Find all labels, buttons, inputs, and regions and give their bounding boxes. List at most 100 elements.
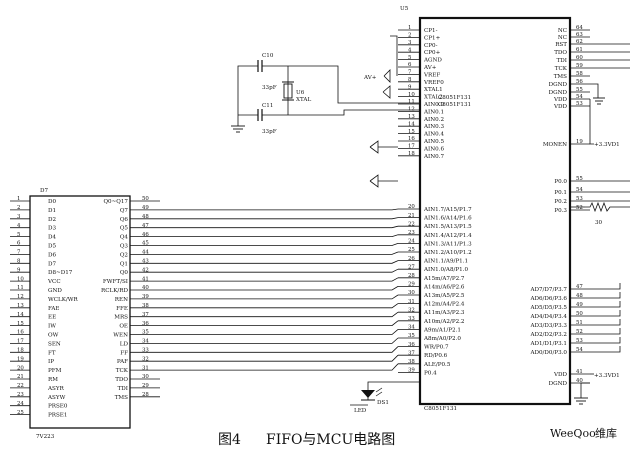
- fifo-pin-number: 5: [17, 232, 21, 238]
- mcu-pin-number: 1: [408, 25, 411, 31]
- mcu-pin-label: AIN0.5: [423, 139, 444, 145]
- mcu-pin-number: 8: [408, 77, 412, 83]
- fifo-pin-number: 9: [17, 267, 21, 273]
- vdd-wire: [589, 99, 594, 145]
- caption-figure-no: 图4: [218, 432, 241, 448]
- fifo-pin-number: 33: [142, 348, 149, 354]
- mcu-pin-number: 58: [576, 71, 583, 77]
- mcu-pin-label: MONEN: [543, 142, 567, 148]
- bus-wire: [160, 243, 399, 246]
- fifo-ref: D7: [40, 188, 48, 194]
- mcu-pin-label: AIN0.0: [423, 102, 444, 108]
- fifo-pin-label: IP: [48, 359, 54, 365]
- fifo-pin-number: 37: [142, 312, 149, 318]
- mcu-pin-label: AIN0.1: [423, 109, 444, 115]
- mcu-pin-number: 20: [408, 204, 415, 210]
- fifo-pin-number: 45: [142, 241, 149, 247]
- fifo-pin-label: TDO: [115, 377, 128, 383]
- mcu-ref: U5: [400, 6, 409, 12]
- mcu-pin-number: 54: [576, 94, 583, 100]
- crystal-name: XTAL: [296, 97, 311, 103]
- bus-wire: [160, 277, 399, 282]
- mcu-pin-label: TMS: [554, 74, 567, 80]
- mcu-body: [418, 16, 572, 406]
- mcu-pin-label: XTAL1: [424, 87, 443, 93]
- mcu-pin-label: AD4/D4/P3.4: [529, 314, 567, 320]
- mcu-pin-number: 7: [408, 70, 412, 76]
- mcu-pin-label: AGND: [423, 58, 442, 64]
- fifo-pin-label: MRS: [114, 315, 128, 321]
- mcu-pin-label: TDO: [554, 50, 567, 56]
- fifo-pin-number: 41: [142, 276, 149, 282]
- mcu-pin-number: 56: [576, 79, 583, 85]
- fifo-pin-number: 35: [142, 330, 149, 336]
- mcu-pin-number: 53: [576, 101, 583, 107]
- fifo-pin-number: 2: [17, 205, 20, 211]
- crystal-circuit: U6 XTAL C10 33pF C11 33pF: [231, 53, 420, 135]
- mcu-pin-label: AD7/D7/P3.7: [529, 287, 567, 293]
- mcu-pin-label: A8m/A0/P2.0: [423, 336, 461, 342]
- mcu-pin-number: 3: [408, 40, 412, 46]
- fifo-pin-label: Q2: [120, 252, 129, 258]
- fifo-pin-label: PFM: [48, 368, 62, 374]
- fifo-pin-label: TMS: [115, 395, 128, 401]
- mcu-pin-label: AIN1.0/A8/P1.0: [423, 267, 469, 273]
- mcu-pin-number: 15: [408, 129, 415, 135]
- bus-wire: [590, 337, 621, 344]
- fifo-pin-number: 15: [17, 321, 24, 327]
- bus-wire: [160, 225, 399, 229]
- fifo-pin-label: Q1: [120, 261, 128, 267]
- fifo-pin-number: 30: [142, 374, 149, 380]
- mcu-pin-label: XTAL2: [424, 95, 443, 101]
- fifo-pin-label: OE: [119, 324, 128, 330]
- mcu-pin-number: 18: [408, 151, 415, 157]
- mcu-pin-label: CP0+: [424, 50, 441, 56]
- mcu-pin-number: 19: [576, 139, 583, 145]
- fifo-pin-label: D8~D17: [48, 270, 73, 276]
- fifo-pin-number: 42: [142, 267, 149, 273]
- fifo-pin-label: Q3: [120, 244, 129, 250]
- cap-c11-ref: C11: [262, 103, 273, 109]
- bus-wire: [590, 328, 621, 335]
- watermark-logo: WeeQoo 维库: [550, 427, 617, 440]
- mcu-pin-number: 39: [408, 368, 415, 374]
- fifo-pin-number: 47: [142, 223, 149, 229]
- fifo-body: [29, 195, 131, 429]
- mcu-pin-label: NC: [558, 35, 567, 41]
- fifo-pin-number: 44: [142, 250, 149, 256]
- fifo-pin-label: Q4: [120, 235, 129, 241]
- mcu-pin-label: AIN0.7: [423, 154, 444, 160]
- bus-wire: [590, 292, 621, 299]
- mcu-part-mid: C8051F131: [438, 95, 471, 101]
- mcu-pin-number: 9: [408, 84, 412, 90]
- mcu-pin-number: 47: [576, 284, 583, 290]
- mcu-pin-number: 50: [576, 311, 583, 317]
- fifo-pin-number: 3: [17, 214, 21, 220]
- fifo-pin-number: 22: [17, 383, 24, 389]
- mcu-pin-label: AIN1.3/A11/P1.3: [423, 241, 472, 247]
- mcu-pin-label: AD6/D6/P3.6: [529, 296, 567, 302]
- ground-wire: [580, 382, 590, 398]
- mcu-pin-label: TCK: [555, 66, 568, 72]
- mcu-pin-number: 21: [408, 213, 415, 219]
- fifo-pin-label: IW: [48, 324, 56, 330]
- fifo-pin-label: GND: [48, 288, 62, 294]
- ain-connectors: [369, 140, 398, 188]
- fifo-pin-number: 50: [142, 196, 149, 202]
- fifo-pin-label: Q5: [120, 226, 129, 232]
- mcu-pin-number: 11: [408, 99, 415, 105]
- mcu-pin-label: A11m/A3/P2.3: [423, 310, 465, 316]
- fifo-pin-number: 34: [142, 339, 149, 345]
- bus-wire: [590, 301, 621, 308]
- fifo-pin-label: ASYR: [47, 386, 65, 392]
- fifo-pin-number: 10: [17, 276, 24, 282]
- fifo-pin-label: RM: [48, 377, 58, 383]
- vdd-3v3-b-label: +3.3VD1: [594, 373, 620, 379]
- mcu-pin-number: 28: [408, 273, 415, 279]
- fifo-pin-number: 38: [142, 303, 149, 309]
- mcu-pin-label: CP0-: [424, 43, 438, 49]
- fifo-pin-number: 28: [142, 392, 149, 398]
- bus-wire: [590, 319, 621, 326]
- fifo-pin-label: FFE: [116, 306, 128, 312]
- fifo-pin-number: 29: [142, 383, 149, 389]
